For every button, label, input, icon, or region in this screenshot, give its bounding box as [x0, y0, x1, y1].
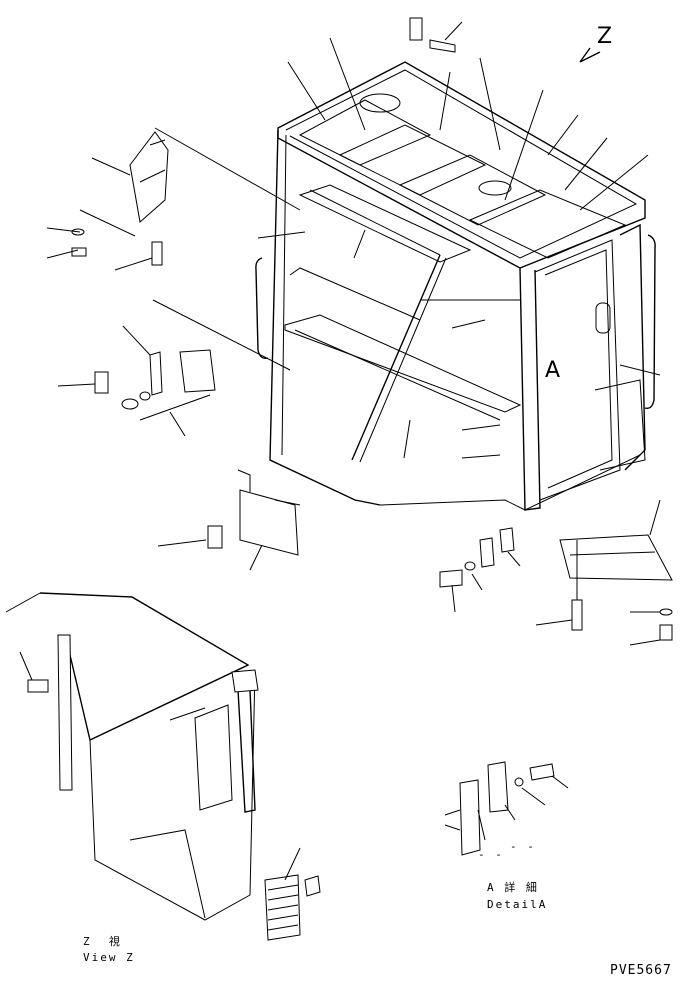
view-z-arrow-glyph — [579, 47, 601, 63]
detail-a-caption-jp: A 詳 細 — [487, 881, 539, 894]
hinge-plates — [439, 527, 521, 613]
inner-shelf-lower — [284, 314, 522, 413]
dash-mark-right: - - — [510, 840, 536, 853]
inner-shelf-upper — [298, 184, 472, 263]
lower-right-step — [535, 499, 673, 646]
detail-a-view — [444, 761, 569, 856]
roof-panel-2 — [338, 124, 487, 196]
view-z-cab — [5, 592, 321, 941]
view-z-caption-en: View Z — [83, 951, 135, 964]
diagonal-brace — [351, 254, 441, 461]
handrail-left — [255, 257, 269, 360]
lower-plate — [157, 469, 301, 571]
drawing-code: PVE5667 — [610, 963, 672, 978]
detail-a-arrow-label: A — [545, 358, 561, 383]
top-bolt — [409, 17, 456, 53]
view-z-caption-jp: Z 視 — [83, 935, 122, 948]
door-frame — [519, 267, 541, 511]
main-cab-assembly — [255, 61, 656, 511]
cab-left-wall — [269, 129, 381, 506]
roof-panel-4 — [468, 189, 627, 259]
roof-frame — [277, 61, 646, 269]
detail-a-caption-en: DetailA — [487, 898, 548, 911]
roof-panel-3 — [398, 154, 547, 226]
roof-panel-1 — [298, 99, 432, 166]
leader-lines-main — [46, 21, 661, 459]
view-z-arrow-label: Z — [597, 24, 613, 49]
upper-left-bracket — [71, 131, 169, 266]
mirror-bracket — [57, 325, 216, 437]
cab-floor-edge — [379, 454, 641, 511]
handrail-right — [644, 234, 656, 410]
dash-mark-left: - - — [478, 848, 504, 861]
